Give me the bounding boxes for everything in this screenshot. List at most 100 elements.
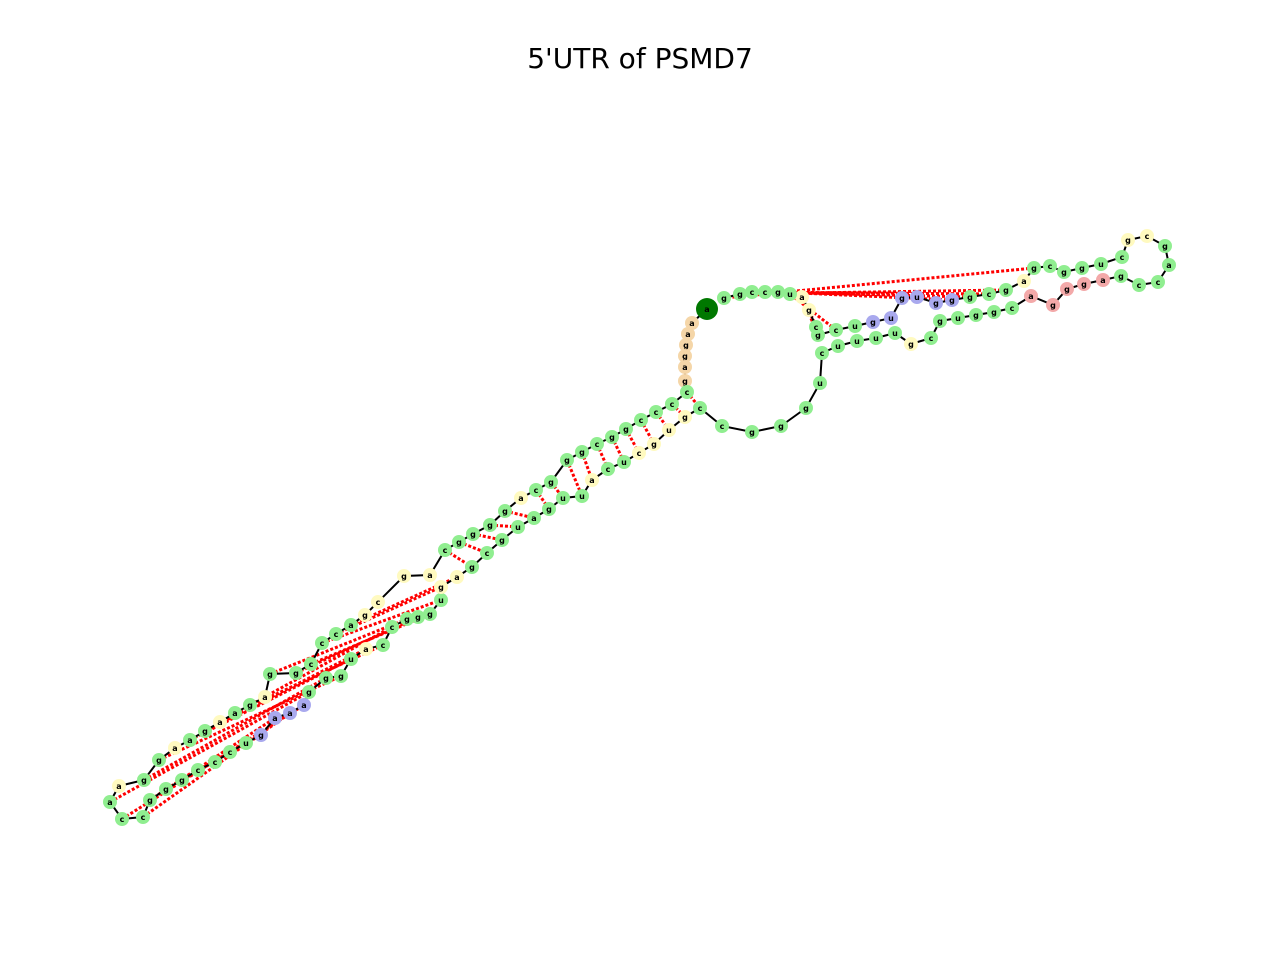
nucleotide-119: g <box>1075 261 1089 275</box>
nucleotide-marker <box>795 290 809 304</box>
nucleotide-label: g <box>546 505 552 514</box>
nucleotide-44: a <box>112 779 126 793</box>
nucleotide-113: a <box>1162 258 1176 272</box>
nucleotide-label: c <box>1010 304 1015 313</box>
nucleotide-label: g <box>427 610 433 619</box>
nucleotide-marker <box>831 339 845 353</box>
nucleotide-label: a <box>799 293 804 302</box>
nucleotide-marker <box>809 320 823 334</box>
nucleotide-66: g <box>400 612 414 626</box>
nucleotide-marker <box>969 308 983 322</box>
nucleotide-133: u <box>848 319 862 333</box>
nucleotide-54: u <box>239 736 253 750</box>
nucleotide-marker <box>268 711 282 725</box>
nucleotide-103: g <box>987 305 1001 319</box>
nucleotide-label: a <box>232 709 237 718</box>
nucleotide-marker <box>679 338 693 352</box>
nucleotide-label: g <box>470 530 476 539</box>
nucleotide-label: a <box>217 718 222 727</box>
nucleotide-40: a <box>183 733 197 747</box>
nucleotide-label: g <box>415 613 421 622</box>
nucleotide-marker <box>1162 258 1176 272</box>
nucleotide-marker <box>681 327 695 341</box>
nucleotide-label: u <box>1098 260 1104 269</box>
nucleotide-marker <box>434 580 448 594</box>
nucleotide-marker <box>924 331 938 345</box>
nucleotide-91: g <box>799 401 813 415</box>
nucleotide-marker <box>175 773 189 787</box>
nucleotide-marker <box>344 618 358 632</box>
nucleotide-15: g <box>575 445 589 459</box>
nucleotide-35: a <box>258 690 272 704</box>
nucleotide-marker <box>213 715 227 729</box>
nucleotide-143: g <box>733 287 747 301</box>
nucleotide-101: u <box>951 311 965 325</box>
nucleotide-label: a <box>187 736 192 745</box>
nucleotide-43: g <box>137 773 151 787</box>
nucleotide-114: g <box>1158 239 1172 253</box>
nucleotide-marker <box>137 773 151 787</box>
nucleotide-label: g <box>438 583 444 592</box>
base-pair-bond <box>534 489 551 510</box>
nucleotide-77: g <box>542 502 556 516</box>
nucleotide-marker <box>191 763 205 777</box>
nucleotide-55: g <box>254 728 268 742</box>
nucleotide-9: c <box>665 397 679 411</box>
nucleotide-label: u <box>560 494 566 503</box>
nucleotide-marker <box>283 706 297 720</box>
nucleotide-marker <box>411 610 425 624</box>
nucleotide-label: g <box>258 731 264 740</box>
nucleotide-label: u <box>243 739 249 748</box>
nucleotide-label: g <box>401 572 407 581</box>
nucleotide-3: a <box>681 327 695 341</box>
nucleotide-81: c <box>601 462 615 476</box>
nucleotide-marker <box>511 520 525 534</box>
nucleotide-label: g <box>973 311 979 320</box>
nucleotide-marker <box>1046 298 1060 312</box>
base-pair-bond <box>723 266 1035 300</box>
nucleotide-17: g <box>544 475 558 489</box>
nucleotide-126: g <box>963 290 977 304</box>
nucleotide-marker <box>1005 301 1019 315</box>
nucleotide-marker <box>223 745 237 759</box>
nucleotide-104: c <box>1005 301 1019 315</box>
nucleotide-label: c <box>309 660 314 669</box>
nucleotide-label: a <box>262 693 267 702</box>
nucleotide-label: c <box>750 288 755 297</box>
nucleotide-marker <box>423 568 437 582</box>
nucleotide-label: a <box>682 363 687 372</box>
nucleotide-marker <box>1140 229 1154 243</box>
nucleotide-label: g <box>502 507 508 516</box>
nucleotide-label: g <box>1031 264 1037 273</box>
nucleotide-label: u <box>579 492 585 501</box>
nucleotide-label: c <box>654 408 659 417</box>
nucleotide-label: u <box>515 523 521 532</box>
nucleotide-marker <box>371 595 385 609</box>
nucleotide-label: a <box>1166 261 1171 270</box>
nucleotide-label: g <box>623 425 629 434</box>
nucleotide-93: c <box>815 346 829 360</box>
nucleotide-132: g <box>866 315 880 329</box>
nucleotide-label: c <box>685 388 690 397</box>
nucleotide-144: g <box>717 291 731 305</box>
nucleotide-marker <box>302 685 316 699</box>
nucleotide-99: c <box>924 331 938 345</box>
nucleotide-89: g <box>745 425 759 439</box>
nucleotide-marker <box>678 374 692 388</box>
nucleotide-37: a <box>228 706 242 720</box>
nucleotide-12: g <box>619 422 633 436</box>
nucleotide-61: g <box>334 669 348 683</box>
nucleotide-51: c <box>191 763 205 777</box>
nucleotide-74: g <box>495 533 509 547</box>
nucleotide-marker <box>1060 282 1074 296</box>
nucleotide-label: g <box>163 785 169 794</box>
nucleotide-marker <box>758 285 772 299</box>
nucleotide-marker <box>617 455 631 469</box>
nucleotide-marker <box>715 419 729 433</box>
nucleotide-label: u <box>787 290 793 299</box>
nucleotide-label: c <box>376 598 381 607</box>
nucleotide-marker <box>498 504 512 518</box>
nucleotide-marker <box>152 753 166 767</box>
nucleotide-41: a <box>168 741 182 755</box>
